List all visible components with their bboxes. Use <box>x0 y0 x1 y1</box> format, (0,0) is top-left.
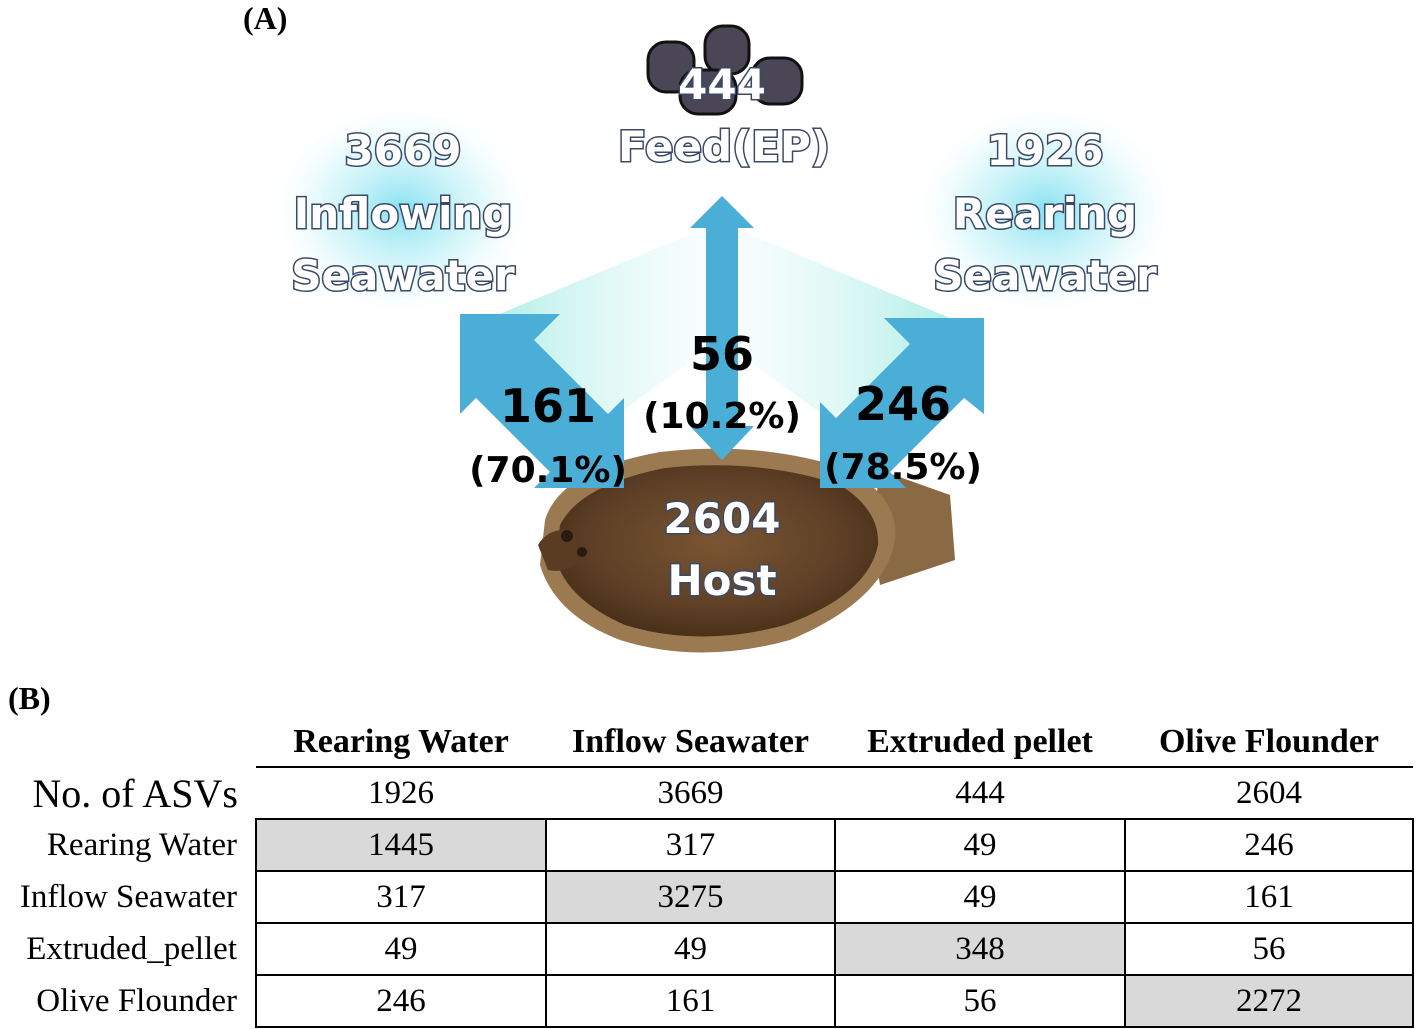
host-count: 2604 <box>664 494 781 543</box>
rearing-line2: Seawater <box>933 251 1157 300</box>
beam-left <box>490 222 720 420</box>
table-cell: 2272 <box>1124 974 1414 1028</box>
arrow-inflowing-host <box>460 314 624 488</box>
feed-pellet-icon <box>646 24 804 116</box>
table-cell: 317 <box>255 870 547 924</box>
summary-cell: 3669 <box>657 774 724 811</box>
table-cell: 49 <box>834 818 1126 872</box>
link-feed-host-value: 56 <box>690 327 754 381</box>
row-label: Rearing Water <box>46 826 237 863</box>
column-header: Extruded pellet <box>835 718 1125 768</box>
summary-row: No. of ASVs 1926 3669 444 2604 <box>0 767 1413 819</box>
column-header: Olive Flounder <box>1125 718 1413 768</box>
row-label: Olive Flounder <box>36 982 237 1019</box>
link-rearing-host-value: 246 <box>855 377 951 431</box>
table-row: Rearing Water 1445 317 49 246 <box>0 818 1414 872</box>
table-corner <box>0 718 256 767</box>
table-header-row: Rearing Water Inflow Seawater Extruded p… <box>0 718 1413 768</box>
link-rearing-host-pct: (78.5%) <box>824 447 982 488</box>
host-name: Host <box>667 556 776 605</box>
row-label: Inflow Seawater <box>19 878 237 915</box>
summary-row-label: No. of ASVs <box>32 770 238 816</box>
rearing-glow <box>910 100 1180 320</box>
table-cell: 3275 <box>545 870 836 924</box>
table-cell: 317 <box>545 818 836 872</box>
table-cell: 56 <box>1124 922 1414 976</box>
summary-cell: 2604 <box>1236 774 1302 811</box>
row-label: Extruded_pellet <box>26 930 237 967</box>
rearing-count: 1926 <box>987 126 1104 175</box>
feed-count: 444 <box>678 60 766 109</box>
link-feed-host-pct: (10.2%) <box>643 396 801 437</box>
inflowing-line1: Inflowing <box>294 189 513 238</box>
asv-sharing-diagram: 444 Feed(EP) 3669 Inflowing Seawater 192… <box>267 24 1180 653</box>
link-inflowing-host-pct: (70.1%) <box>469 450 627 491</box>
feed-name: Feed(EP) <box>618 122 830 171</box>
summary-cell: 444 <box>955 774 1005 811</box>
table-cell: 161 <box>545 974 836 1028</box>
arrow-rearing-host <box>820 318 984 488</box>
table-row: Inflow Seawater 317 3275 49 161 <box>0 870 1414 924</box>
column-header: Inflow Seawater <box>546 718 835 768</box>
table-cell: 49 <box>545 922 836 976</box>
asv-overlap-table: Rearing Water Inflow Seawater Extruded p… <box>0 718 1414 1028</box>
table-cell: 56 <box>834 974 1126 1028</box>
table-cell: 246 <box>255 974 547 1028</box>
rearing-line1: Rearing <box>953 189 1137 238</box>
panel-b-label: (B) <box>8 680 51 716</box>
link-inflowing-host-value: 161 <box>500 379 596 433</box>
table-cell: 1445 <box>255 818 547 872</box>
flounder-illustration <box>538 448 955 653</box>
summary-cell: 1926 <box>368 774 434 811</box>
table-cell: 348 <box>834 922 1126 976</box>
inflowing-line2: Seawater <box>291 251 515 300</box>
inflowing-glow <box>267 100 537 320</box>
beam-right <box>720 222 950 420</box>
table-row: Extruded_pellet 49 49 348 56 <box>0 922 1414 976</box>
table-cell: 49 <box>255 922 547 976</box>
table-cell: 246 <box>1124 818 1414 872</box>
table-row: Olive Flounder 246 161 56 2272 <box>0 974 1414 1028</box>
panel-a-label: (A) <box>243 0 288 36</box>
column-header: Rearing Water <box>256 718 546 768</box>
inflowing-count: 3669 <box>345 126 462 175</box>
table-cell: 49 <box>834 870 1126 924</box>
arrow-feed-host <box>690 196 754 460</box>
table-cell: 161 <box>1124 870 1414 924</box>
